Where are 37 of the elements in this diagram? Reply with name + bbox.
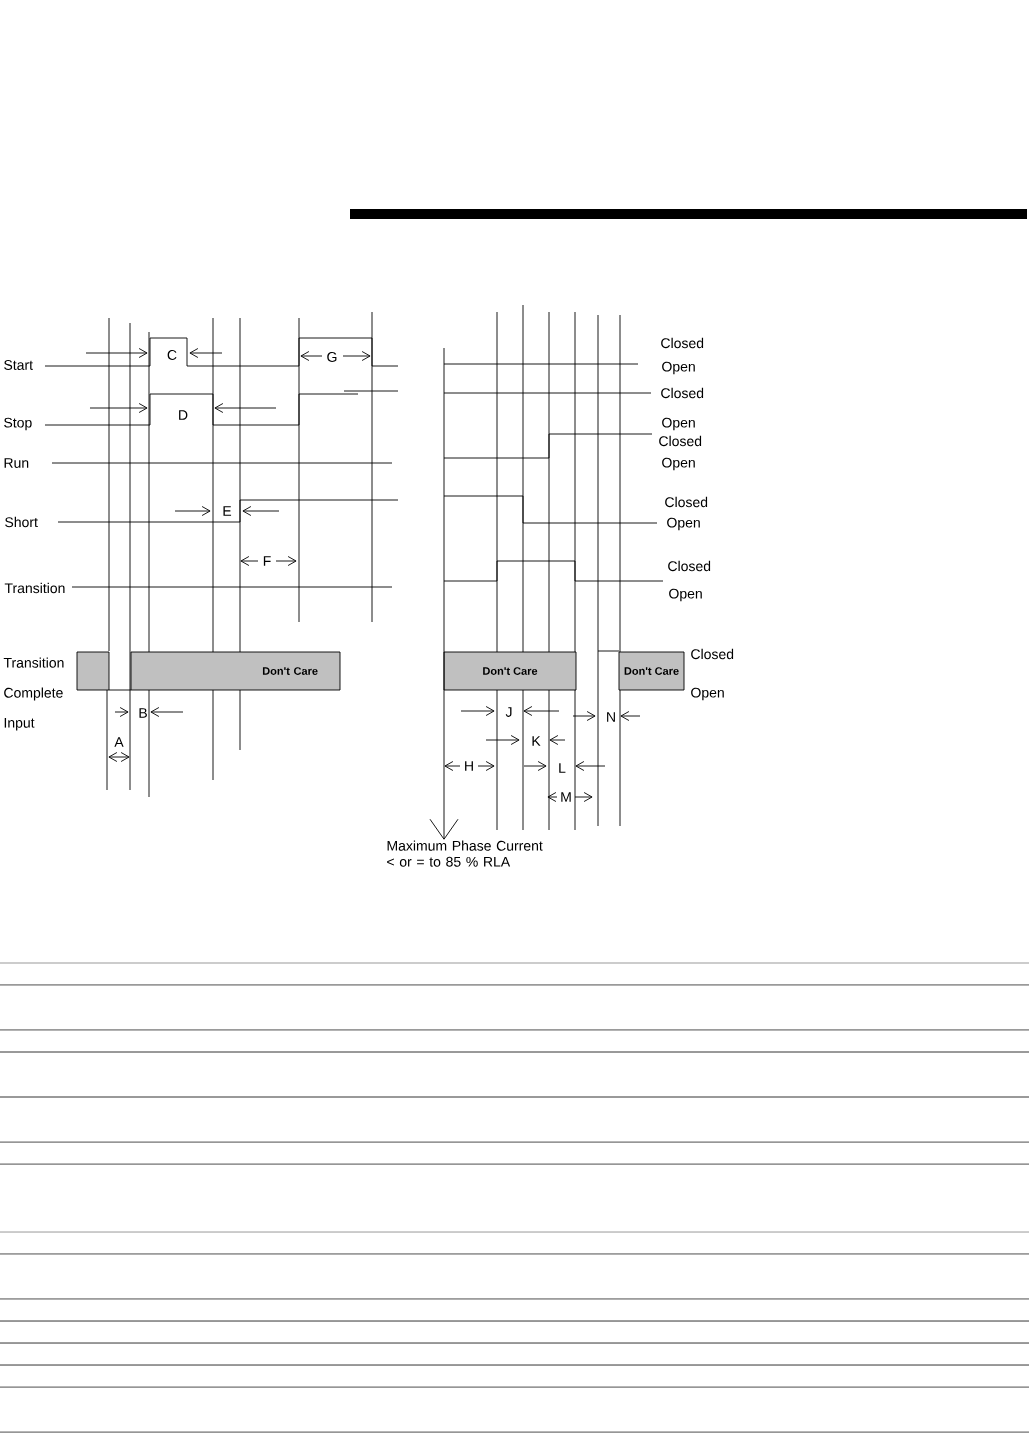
dimension-label: F — [263, 556, 271, 566]
state-label: Open — [662, 361, 695, 375]
dimension-label: H — [465, 761, 473, 771]
state-label: Open — [662, 417, 695, 431]
shaded-box: Don't Care — [130, 651, 341, 691]
state-label: Closed — [668, 560, 711, 572]
signal-label: Run — [4, 458, 29, 468]
signal-label: Transition Complete Input — [3, 657, 64, 731]
signal-label: Short — [5, 516, 38, 528]
dimension-label: C — [167, 350, 177, 360]
state-label: Closed — [659, 435, 702, 447]
dimension-label: B — [139, 708, 147, 718]
signal-label: Start — [4, 360, 33, 370]
shaded-box: Don't Care — [443, 651, 577, 691]
state-label: Open — [669, 588, 702, 602]
state-label: Open — [667, 517, 700, 531]
dimension-label: L — [559, 763, 566, 773]
dimension-label: J — [505, 707, 512, 717]
state-label: Closed — [661, 337, 704, 349]
state-label: Closed — [661, 387, 704, 399]
signal-label: Stop — [4, 417, 32, 431]
dimension-label: K — [532, 736, 541, 746]
dimension-label: D — [179, 410, 188, 420]
signal-label: Transition — [4, 582, 65, 594]
shaded-box — [76, 651, 110, 691]
dimension-label: M — [561, 792, 571, 802]
state-label: Closed — [665, 496, 708, 508]
state-label: Open — [691, 687, 724, 701]
shaded-box: Don't Care — [618, 651, 685, 691]
dimension-label: N — [607, 712, 615, 722]
dimension-label: E — [223, 506, 232, 516]
state-label: Open — [662, 457, 695, 471]
state-label: Closed — [691, 648, 734, 660]
dimension-label: A — [114, 737, 124, 747]
dimension-label: G — [327, 352, 337, 362]
arrow — [429, 347, 459, 840]
caption-text: Maximum Phase Current < or = to 85 % RLA — [387, 840, 543, 867]
